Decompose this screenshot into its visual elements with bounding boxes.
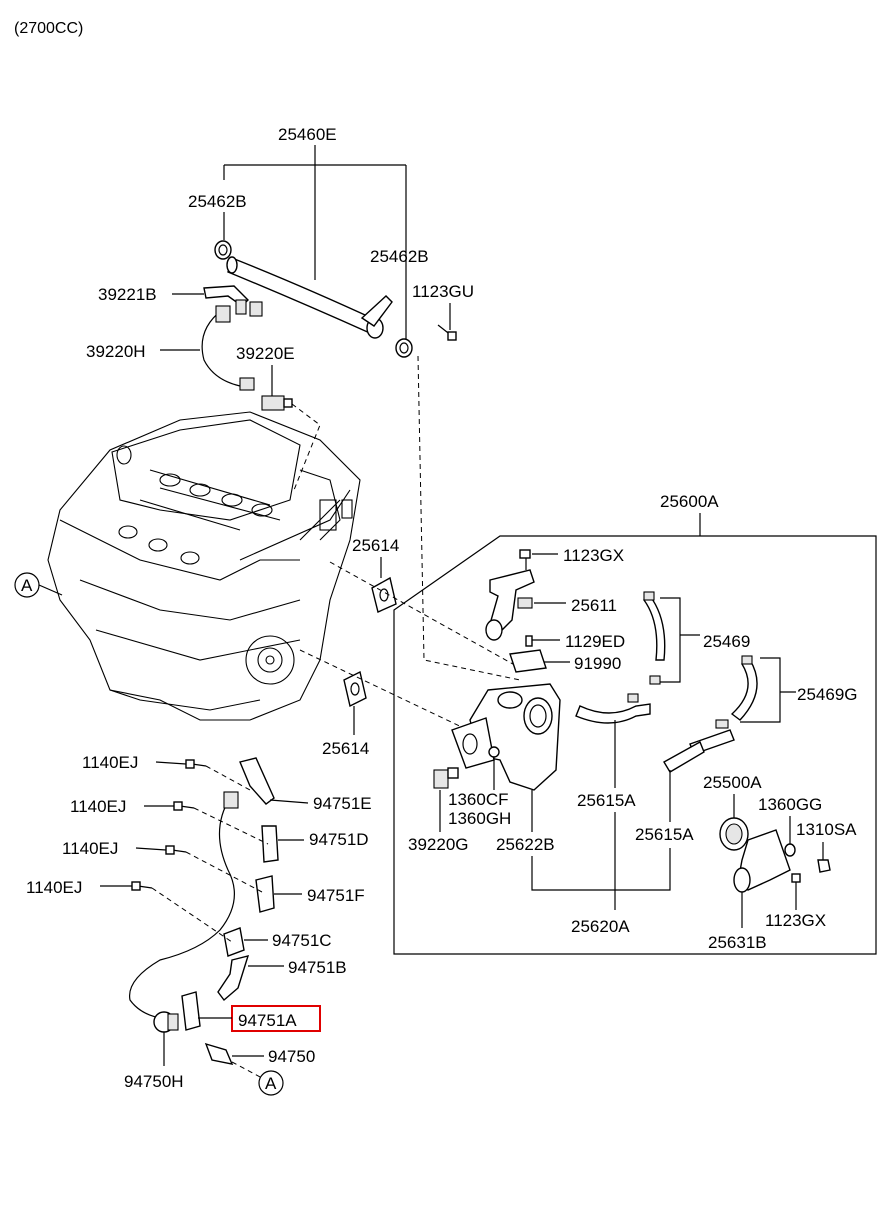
callout-94750H: 94750H (124, 1072, 184, 1091)
callout-25600A: 25600A (660, 492, 719, 511)
callout-25615A-bottom: 25615A (635, 825, 694, 844)
hose-assembly-25460E (214, 145, 457, 358)
bracket-94751A (181, 991, 201, 1031)
reference-a-bottom-label: A (265, 1074, 277, 1093)
callout-94751C: 94751C (272, 931, 332, 950)
callout-25611: 25611 (571, 596, 617, 615)
callout-25469: 25469 (703, 632, 750, 651)
thermostat-25500A (719, 817, 749, 851)
water-pipe-25611 (485, 569, 535, 641)
callout-1360GH: 1360GH (448, 809, 511, 828)
housing-25620A (451, 683, 561, 791)
callout-1360GG: 1360GG (758, 795, 822, 814)
callout-25622B: 25622B (496, 835, 555, 854)
callout-94751D: 94751D (309, 830, 369, 849)
callout-94751E: 94751E (313, 794, 372, 813)
callout-25615A-top: 25615A (577, 791, 636, 810)
engine-block (47, 411, 361, 721)
hose-25469G (689, 655, 758, 755)
callout-39221B: 39221B (98, 285, 157, 304)
pipe-25615A (575, 693, 705, 773)
callout-94751F: 94751F (307, 886, 365, 905)
callout-1140EJ-4: 1140EJ (26, 878, 82, 897)
callout-1140EJ-1: 1140EJ (82, 753, 138, 772)
assembly-box-25600A (393, 535, 877, 955)
callout-39220E: 39220E (236, 344, 295, 363)
callout-1360CF: 1360CF (448, 790, 508, 809)
hose-25469 (643, 591, 666, 685)
reference-a-bottom-marker (258, 1070, 284, 1096)
callout-1140EJ-3: 1140EJ (62, 839, 118, 858)
callout-1123GU: 1123GU (412, 282, 474, 301)
callout-94750: 94750 (268, 1047, 315, 1066)
bracket-94751E (239, 757, 275, 805)
sensor-harness-39220 (201, 285, 293, 411)
knock-sensor-harness (128, 757, 279, 1065)
callout-25462B-top: 25462B (188, 192, 247, 211)
reference-a-left-label: A (21, 576, 33, 595)
callout-39220H: 39220H (86, 342, 146, 361)
callout-1123GX-bottom: 1123GX (765, 911, 826, 930)
callout-25631B: 25631B (708, 933, 767, 952)
callout-25614-top: 25614 (352, 536, 399, 555)
callout-91990: 91990 (574, 654, 621, 673)
bracket-94751B (217, 955, 250, 1002)
gasket-25614 (343, 576, 397, 708)
connector-94750 (204, 1042, 234, 1065)
callout-1310SA: 1310SA (796, 820, 857, 839)
callout-94751A[interactable]: 94751A (238, 1011, 297, 1030)
callout-94751B: 94751B (288, 958, 347, 977)
callout-25469G: 25469G (797, 685, 858, 704)
callout-1140EJ-2: 1140EJ (70, 797, 126, 816)
callout-25462B-right: 25462B (370, 247, 429, 266)
callout-25500A: 25500A (703, 773, 762, 792)
water-outlet-25631B (733, 829, 801, 893)
callout-25620A: 25620A (571, 917, 630, 936)
callout-25614-bottom: 25614 (322, 739, 369, 758)
callout-39220G: 39220G (408, 835, 469, 854)
engine-variant-label: (2700CC) (14, 20, 83, 37)
bracket-94751F (255, 875, 275, 913)
callout-25460E: 25460E (278, 125, 337, 144)
bracket-94751D (261, 825, 279, 863)
temp-sensor-39220G (433, 767, 459, 789)
callout-1123GX-top: 1123GX (563, 546, 624, 565)
callout-1129ED: 1129ED (565, 632, 625, 651)
bracket-94751C (223, 927, 245, 957)
